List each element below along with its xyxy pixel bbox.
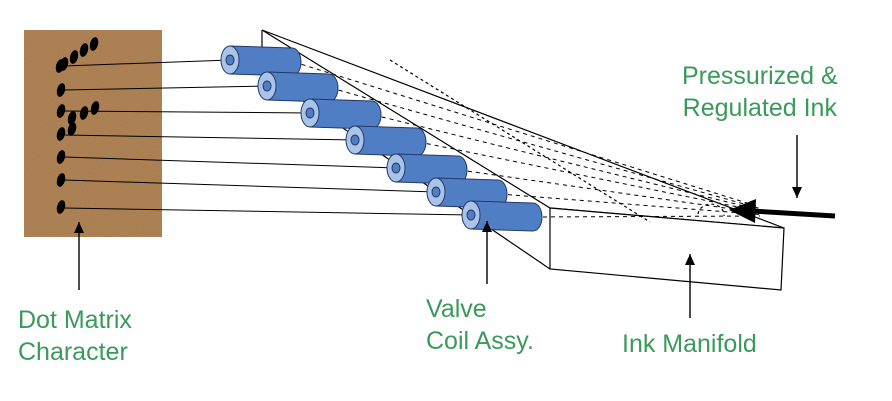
dot-matrix-paper bbox=[24, 30, 162, 237]
ink-inlet-hidden bbox=[697, 203, 725, 217]
ink-dot bbox=[56, 83, 66, 97]
coil-body bbox=[309, 98, 382, 130]
coil-icon bbox=[220, 45, 302, 77]
pointer-head bbox=[482, 221, 492, 232]
hidden-tube-line bbox=[459, 169, 761, 214]
ink-manifold-block bbox=[261, 29, 785, 291]
connector-line bbox=[63, 85, 268, 91]
hidden-tube-line bbox=[293, 61, 761, 208]
coil-body bbox=[266, 71, 339, 103]
ink-dot bbox=[89, 37, 99, 51]
coil-body bbox=[470, 200, 543, 232]
manifold-front-face bbox=[549, 207, 785, 291]
connector-line bbox=[63, 207, 472, 216]
dot-matrix-label-line1: Dot Matrix bbox=[18, 306, 132, 334]
ink-input-arrow-icon bbox=[729, 199, 836, 223]
coil-icon bbox=[257, 71, 339, 103]
pointer-head bbox=[74, 222, 84, 233]
connector-line bbox=[63, 134, 356, 141]
ink-dot bbox=[56, 127, 66, 141]
coil-core bbox=[431, 186, 441, 198]
pressurized-ink-label-line2: Regulated Ink bbox=[682, 94, 837, 122]
dot-matrix-label: Dot Matrix Character bbox=[18, 304, 132, 368]
manifold-pointer-arrow-icon bbox=[685, 254, 695, 318]
ink-label-pointer-arrow-icon bbox=[792, 135, 802, 198]
coil-icon bbox=[300, 98, 382, 130]
coil-core bbox=[262, 80, 272, 92]
valve-coil-label: Valve Coil Assy. bbox=[426, 293, 534, 357]
coil-core bbox=[305, 107, 315, 119]
coil-core bbox=[466, 209, 476, 221]
pressurized-ink-label: Pressurized & Regulated Ink bbox=[682, 60, 838, 124]
hidden-tube-line bbox=[499, 193, 761, 215]
pointer-arrows bbox=[74, 135, 802, 318]
valve-label-line1: Valve bbox=[426, 295, 487, 323]
ink-dot bbox=[56, 150, 66, 164]
hidden-tube-line bbox=[418, 141, 761, 212]
coil-icon bbox=[386, 153, 468, 185]
dot-matrix-label-line2: Character bbox=[18, 338, 128, 366]
ink-dot bbox=[56, 104, 66, 118]
coil-icon bbox=[345, 125, 427, 157]
ink-dot bbox=[69, 50, 79, 64]
ink-dot bbox=[79, 43, 89, 57]
pointer-head bbox=[685, 254, 695, 265]
coil-body bbox=[229, 45, 302, 77]
ink-dot bbox=[67, 122, 77, 136]
valve-pointer-arrow-icon bbox=[482, 221, 492, 284]
ink-manifold-label: Ink Manifold bbox=[622, 330, 757, 358]
ink-dot bbox=[55, 59, 65, 73]
hidden-tube-line bbox=[330, 87, 761, 209]
ink-arrow-head bbox=[729, 199, 756, 223]
coil-core bbox=[225, 54, 235, 66]
valve-label-line2: Coil Assy. bbox=[426, 327, 534, 355]
pressurized-ink-label-line1: Pressurized & bbox=[682, 62, 838, 90]
connector-lines bbox=[63, 59, 761, 218]
coil-icon bbox=[461, 200, 543, 232]
dot-matrix-pointer-arrow-icon bbox=[74, 222, 84, 290]
ink-arrow-shaft bbox=[751, 208, 836, 219]
connector-line bbox=[63, 156, 397, 169]
connector-line bbox=[63, 179, 437, 193]
coil-core bbox=[391, 162, 401, 174]
ink-dot bbox=[56, 200, 66, 214]
coil-core bbox=[350, 134, 360, 146]
ink-dot bbox=[56, 173, 66, 187]
coil-icon bbox=[426, 177, 508, 209]
ink-dot bbox=[67, 111, 77, 125]
hidden-tube-line bbox=[534, 215, 761, 218]
paper-texture bbox=[24, 30, 162, 237]
hidden-tube-line bbox=[373, 114, 761, 211]
pointer-head bbox=[792, 187, 802, 198]
valve-coils bbox=[220, 45, 543, 232]
connector-line bbox=[63, 110, 311, 114]
ink-dot bbox=[79, 106, 89, 120]
coil-body bbox=[354, 125, 427, 157]
connector-line bbox=[63, 59, 231, 67]
